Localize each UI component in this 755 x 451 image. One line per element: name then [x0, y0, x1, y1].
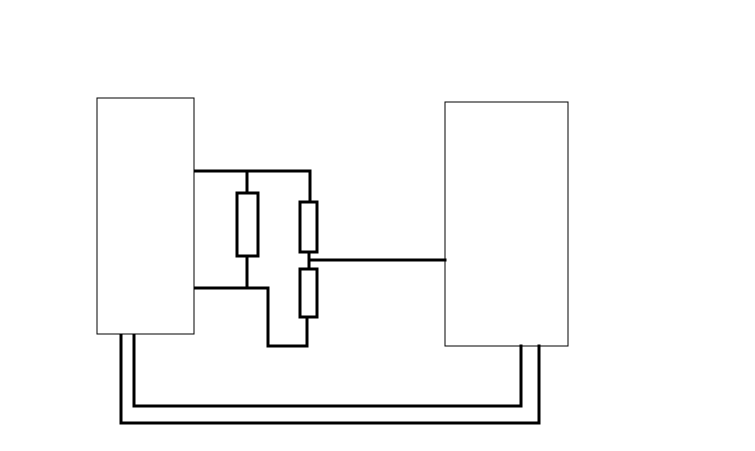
left-block	[96, 97, 195, 335]
right-block	[444, 101, 569, 347]
inner-bottom-loop-wire	[132, 333, 523, 408]
loop-wire	[266, 286, 309, 348]
outer-bottom-loop-wire	[119, 333, 541, 425]
